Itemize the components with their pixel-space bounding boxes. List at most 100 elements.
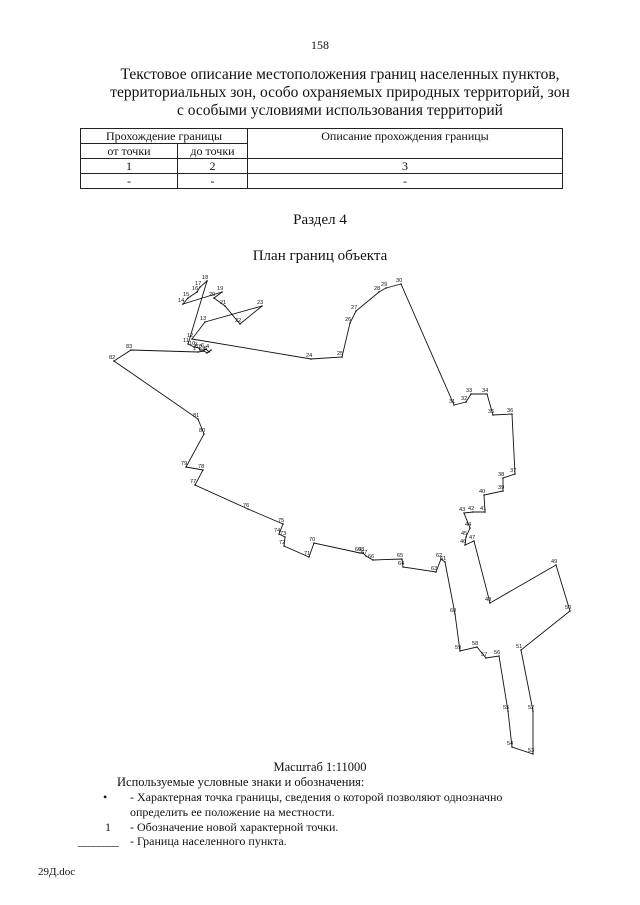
point-label-79: 79	[181, 461, 187, 467]
point-label-64: 64	[398, 561, 404, 567]
legend-text-new-point: - Обозначение новой характерной точки.	[130, 820, 339, 834]
boundary-point-75	[282, 523, 284, 525]
point-label-25: 25	[337, 351, 343, 357]
boundary-point-64	[402, 566, 404, 568]
new-point-symbol: 1	[105, 820, 111, 834]
point-label-62: 62	[436, 553, 442, 559]
point-label-52: 52	[528, 705, 534, 711]
boundary-point-27	[355, 310, 357, 312]
point-label-54: 54	[507, 741, 513, 747]
boundary-point-77	[194, 484, 196, 486]
boundary-point-60	[454, 613, 456, 615]
boundary-point-20	[213, 297, 215, 299]
section-label: Раздел 4	[293, 212, 347, 228]
point-label-36: 36	[507, 408, 513, 414]
point-label-15: 15	[183, 292, 189, 298]
point-label-9: 9	[194, 342, 197, 348]
boundary-point-48	[489, 602, 491, 604]
boundary-point-71	[308, 556, 310, 558]
title-line-2: территориальных зон, особо охраняемых пр…	[110, 84, 570, 101]
boundary-point-42	[472, 511, 474, 513]
boundary-point-45	[465, 536, 467, 538]
point-label-21: 21	[220, 300, 226, 306]
column-number-1: 1	[80, 158, 178, 174]
point-label-77: 77	[190, 479, 196, 485]
boundary-point-35	[492, 414, 494, 416]
point-label-7: 7	[198, 344, 201, 350]
point-label-10: 10	[189, 341, 195, 347]
boundary-point-56	[498, 655, 500, 657]
boundary-point-18	[206, 280, 208, 282]
boundary-point-67	[365, 555, 367, 557]
boundary-point-50	[569, 610, 571, 612]
boundary-point-61	[444, 561, 446, 563]
point-label-40: 40	[479, 489, 485, 495]
point-label-8: 8	[195, 344, 198, 350]
point-label-49: 49	[551, 559, 557, 565]
boundary-point-40	[483, 494, 485, 496]
point-label-18: 18	[202, 275, 208, 281]
point-label-37: 37	[510, 468, 516, 474]
title-line-3: с особыми условиями использования террит…	[177, 102, 503, 119]
boundary-point-47	[473, 540, 475, 542]
point-label-45: 45	[461, 531, 467, 537]
boundary-point-14	[182, 303, 184, 305]
page-number: 158	[311, 38, 329, 52]
point-label-31: 31	[449, 399, 455, 405]
point-label-43: 43	[459, 507, 465, 513]
boundary-point-6	[205, 348, 207, 350]
point-label-55: 55	[503, 705, 509, 711]
point-label-71: 71	[304, 551, 310, 557]
header-to-point: до точки	[177, 143, 248, 159]
boundary-point-30	[400, 283, 402, 285]
point-label-33: 33	[466, 388, 472, 394]
boundary-point-73	[284, 536, 286, 538]
point-label-19: 19	[217, 286, 223, 292]
boundary-point-66	[372, 559, 374, 561]
boundary-point-1	[197, 351, 199, 353]
legend-text-boundary-line: - Граница населенного пункта.	[130, 834, 287, 848]
point-label-20: 20	[209, 292, 215, 298]
boundary-point-28	[378, 291, 380, 293]
boundary-point-55	[507, 710, 509, 712]
boundary-point-23	[261, 305, 263, 307]
boundary-point-9	[198, 347, 200, 349]
boundary-point-5	[208, 351, 210, 353]
boundary-point-69	[359, 552, 361, 554]
boundary-point-80	[203, 433, 205, 435]
boundary-point-83	[130, 349, 132, 351]
boundary-point-52	[532, 710, 534, 712]
boundary-point-32	[465, 401, 467, 403]
point-label-44: 44	[465, 522, 471, 528]
point-label-34: 34	[482, 388, 488, 394]
boundary-point-38	[502, 477, 504, 479]
boundary-point-10	[193, 346, 195, 348]
point-label-68: 68	[358, 547, 364, 553]
boundary-point-72	[283, 545, 285, 547]
point-label-74: 74	[274, 528, 280, 534]
boundary-point-53	[532, 753, 534, 755]
boundary-point-65	[401, 558, 403, 560]
map-scale: Масштаб 1:11000	[273, 760, 367, 774]
boundary-point-68	[362, 552, 364, 554]
point-label-30: 30	[396, 278, 402, 284]
point-label-29: 29	[381, 282, 387, 288]
point-label-41: 41	[480, 506, 486, 512]
point-label-24: 24	[306, 353, 312, 359]
legend-title: Используемые условные знаки и обозначени…	[117, 775, 365, 789]
boundary-point-76	[247, 508, 249, 510]
boundary-point-33	[470, 393, 472, 395]
boundary-point-51	[520, 649, 522, 651]
point-label-53: 53	[528, 748, 534, 754]
point-label-73: 73	[280, 531, 286, 537]
boundary-point-37	[514, 473, 516, 475]
boundary-point-4	[210, 349, 212, 351]
point-label-42: 42	[468, 506, 474, 512]
table-cell-to: -	[177, 173, 248, 189]
point-label-4: 4	[206, 344, 209, 350]
boundary-point-11	[187, 343, 189, 345]
point-label-22: 22	[235, 318, 241, 324]
boundary-point-62	[440, 558, 442, 560]
point-label-12: 12	[187, 333, 193, 339]
boundary-line-symbol: ________	[78, 834, 119, 848]
